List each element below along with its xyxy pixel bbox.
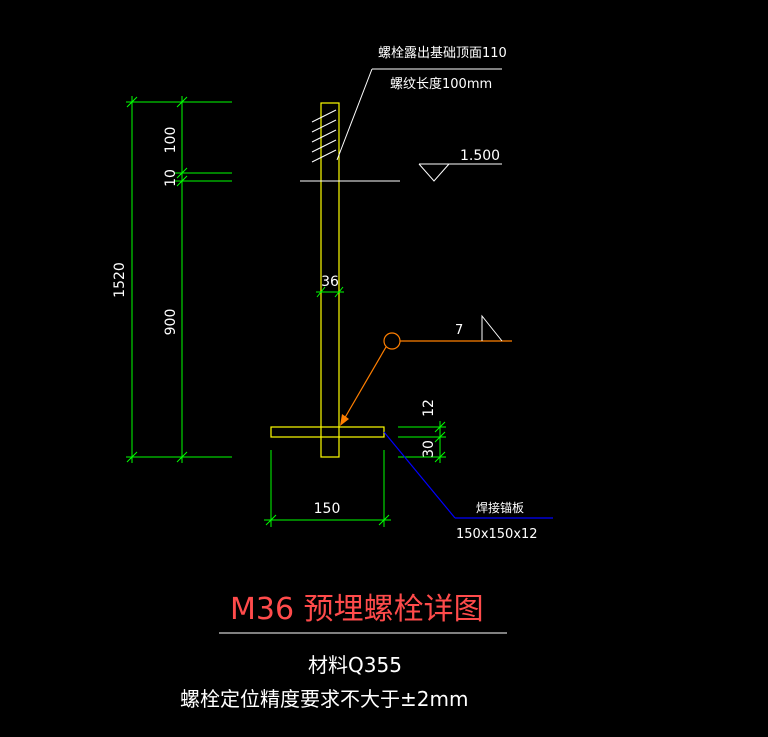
tick <box>176 96 188 108</box>
anchor-plate-label: 焊接锚板 <box>476 500 524 515</box>
tick <box>176 175 188 187</box>
material-note: 材料Q355 <box>308 653 402 677</box>
elevation-value: 1.500 <box>460 148 500 164</box>
dim-embed: 900 <box>163 309 179 336</box>
dim-bolt-diameter: 36 <box>321 274 339 290</box>
tick <box>126 451 138 463</box>
plate-width-dimension <box>264 450 391 527</box>
top-leader <box>336 68 502 161</box>
diameter-dimension <box>316 286 344 298</box>
elevation-symbol <box>418 163 502 182</box>
weld-arrow-head-icon <box>340 414 349 426</box>
tick <box>176 451 188 463</box>
fillet-weld-symbol-icon <box>481 314 503 342</box>
dim-thread: 100 <box>163 127 179 154</box>
anchor-plate-leader <box>383 431 553 519</box>
thread-length-note: 螺纹长度100mm <box>390 76 492 92</box>
anchor-plate-size: 150x150x12 <box>456 527 538 542</box>
left-dimension-chain <box>126 96 232 463</box>
drawing-title: M36 预埋螺栓详图 <box>230 592 484 627</box>
weld-leader <box>342 332 512 422</box>
weld-size: 7 <box>455 323 463 338</box>
tick <box>176 167 188 179</box>
dim-plate-offset: 30 <box>421 440 437 458</box>
dim-total-height: 1520 <box>112 262 128 298</box>
dim-plate-width: 150 <box>314 501 341 517</box>
plate-right-dimension <box>398 421 446 463</box>
tolerance-note: 螺栓定位精度要求不大于±2mm <box>180 687 468 711</box>
dim-gap: 10 <box>163 169 179 187</box>
bolt-exposure-note: 螺栓露出基础顶面110 <box>378 46 507 61</box>
thread-hatching <box>311 109 337 163</box>
dim-plate-thickness: 12 <box>421 399 437 417</box>
tick <box>126 96 138 108</box>
bolt-shaft <box>320 102 340 458</box>
